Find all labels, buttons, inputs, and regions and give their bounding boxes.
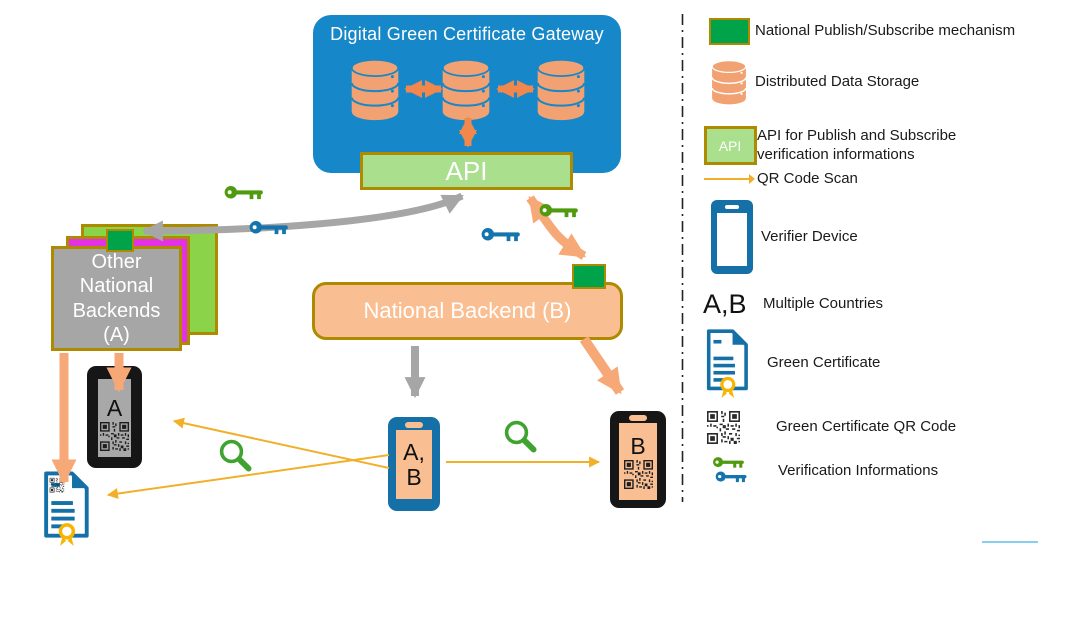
publish-subscribe-icon — [708, 18, 750, 45]
backend-b-phone-b-arrow — [579, 336, 625, 395]
national-backend-b-label: National Backend (B) — [363, 298, 572, 323]
database-icon — [437, 56, 495, 124]
qr-scan-arrow-phone-a — [172, 417, 390, 469]
multiple-countries-symbol: A,B — [703, 289, 747, 319]
gateway-title: Digital Green Certificate Gateway — [330, 24, 604, 44]
api-backend-b-arrow — [526, 195, 587, 260]
legend-label: API for Publish and Subscribe verificati… — [757, 126, 957, 163]
citizen-phone-a: A — [87, 366, 142, 468]
api-chip-icon: API — [703, 126, 757, 165]
legend-row-countries: A,B Multiple Countries — [703, 289, 883, 320]
phone-b-country-label: B — [630, 432, 646, 459]
legend-row-qr-code: Green Certificate QR Code — [703, 410, 956, 444]
qr-code-icon — [624, 460, 653, 489]
legend-row-verifier: Verifier Device — [703, 200, 858, 274]
magnifier-icon — [222, 442, 249, 469]
phone-ab-country-line1: A, — [403, 439, 425, 466]
legend-label: Green Certificate — [767, 353, 881, 371]
qr-code-icon — [707, 411, 740, 444]
qr-scan-arrow-icon — [704, 174, 755, 185]
database-icon — [708, 57, 750, 108]
legend-label: QR Code Scan — [757, 170, 858, 187]
publish-subscribe-square-a — [106, 229, 134, 252]
phone-speaker — [405, 422, 423, 428]
green-key-icon — [224, 186, 263, 200]
green-certificate-icon — [38, 470, 94, 546]
legend-row-storage: Distributed Data Storage — [703, 57, 919, 108]
blue-key-icon — [481, 228, 520, 242]
green-certificate-icon — [703, 328, 751, 398]
database-icon — [532, 56, 590, 124]
phone-a-screen: A — [98, 379, 131, 457]
qr-code-icon — [100, 422, 129, 451]
legend-row-certificate: Green Certificate — [703, 327, 880, 399]
verification-keys-icon — [713, 457, 747, 483]
national-backend-b-box: National Backend (B) — [312, 282, 623, 340]
magnifier-icon — [507, 423, 534, 450]
phone-ab-screen: A, B — [396, 430, 432, 499]
legend-label: Green Certificate QR Code — [776, 417, 957, 435]
citizen-phone-b: B — [610, 411, 666, 508]
legend-row-pubsub: National Publish/Subscribe mechanism — [703, 18, 1015, 45]
legend-label: Multiple Countries — [763, 295, 884, 313]
gateway-box: Digital Green Certificate Gateway — [313, 15, 621, 173]
phone-ab-country-line2: B — [406, 463, 422, 490]
blue-key-icon — [249, 221, 288, 235]
legend-label: Distributed Data Storage — [755, 73, 920, 91]
qr-scan-arrow-certificate — [106, 454, 390, 500]
database-icon — [346, 56, 404, 124]
legend-label: Verifier Device — [761, 227, 858, 245]
legend-label: National Publish/Subscribe mechanism — [755, 22, 1016, 40]
phone-a-country-label: A — [106, 394, 123, 421]
publish-subscribe-square-b — [572, 264, 606, 289]
legend-row-qr-scan: QR Code Scan — [703, 170, 858, 189]
api-chip-label: API — [718, 137, 742, 154]
verifier-phone-ab: A, B — [388, 417, 440, 511]
phone-b-screen: B — [619, 423, 657, 500]
phone-speaker — [629, 415, 647, 421]
legend-label: Verification Informations — [778, 461, 939, 479]
other-national-backends-box: Other National Backends (A) — [51, 246, 182, 351]
api-label: API — [445, 155, 488, 186]
api-box: API — [360, 152, 573, 190]
other-national-backends-label: Other National Backends (A) — [72, 250, 161, 346]
verifier-device-icon — [711, 200, 753, 274]
green-key-icon — [539, 204, 578, 218]
legend-row-api: API API for Publish and Subscribe verifi… — [703, 126, 989, 165]
legend-row-verification: Verification Informations — [703, 450, 938, 492]
